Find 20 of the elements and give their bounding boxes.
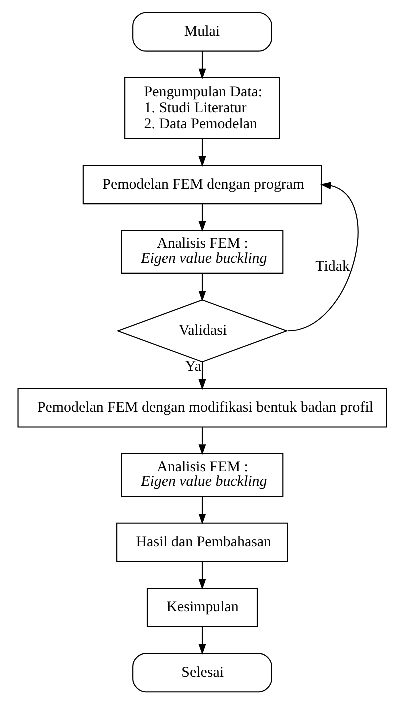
arrow xyxy=(198,497,206,525)
arrow xyxy=(198,52,206,80)
edge-label: Tidak xyxy=(315,259,350,276)
node-box: Analisis FEM : Eigen value buckling xyxy=(120,230,284,274)
arrow xyxy=(198,274,206,302)
node-box: Pengumpulan Data: 1. Studi Literatur 2. Data Pemodelan xyxy=(124,78,280,140)
arrow xyxy=(198,362,206,390)
node-box: Selesai xyxy=(132,653,272,693)
arrow xyxy=(198,139,206,168)
node-box: Analisis FEM : Eigen value buckling xyxy=(120,453,284,498)
arrow xyxy=(198,204,206,232)
node-box: Mulai xyxy=(132,12,272,52)
node-box: Hasil dan Pembahasan xyxy=(116,522,288,562)
node-box: Kesimpulan xyxy=(146,588,258,628)
arrow xyxy=(198,562,206,590)
node-box: Pemodelan FEM dengan modifikasi bentuk badan profil xyxy=(17,388,387,428)
arrow xyxy=(198,428,206,456)
node-box: Pemodelan FEM dengan program xyxy=(82,165,322,205)
arrow xyxy=(198,627,206,656)
arrow xyxy=(287,182,358,332)
